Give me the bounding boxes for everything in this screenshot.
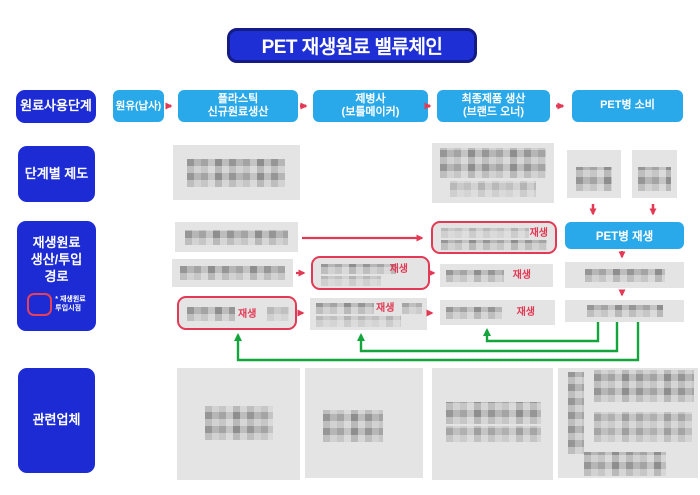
redacted-path-box-c2: 재생	[310, 298, 427, 330]
redacted-text	[594, 412, 692, 442]
redacted-text	[316, 316, 401, 327]
recycle-marker: 재생	[516, 307, 535, 318]
redacted-system-box-consume-2	[632, 150, 677, 198]
page-title: PET 재생원료 밸류체인	[227, 28, 477, 63]
redacted-text	[321, 276, 381, 286]
redacted-text	[638, 167, 671, 191]
row-label-recycle-path: 재생원료 생산/투입 경로 * 재생원료 투입시점	[17, 221, 96, 331]
redacted-path-box-c4	[565, 300, 684, 322]
redacted-text	[446, 426, 541, 442]
recycle-marker: 재생	[376, 303, 395, 314]
stage-bottle-maker: 제병사 (보틀메이커)	[313, 90, 428, 122]
consumption-to-recycle-arrows	[589, 204, 657, 216]
redacted-text	[584, 452, 666, 476]
redacted-path-box-a1	[175, 222, 298, 252]
recycle-input-box-a: 재생	[431, 221, 557, 254]
recycle-input-box-c: 재생	[177, 296, 297, 330]
redacted-text	[587, 305, 663, 317]
recycle-input-box-b: 재생	[311, 256, 430, 290]
redacted-companies-virgin	[177, 368, 300, 480]
row-label-system-by-stage: 단계별 제도	[18, 146, 95, 202]
redacted-text	[450, 181, 536, 197]
redacted-text	[316, 303, 374, 314]
recycle-marker: 재생	[529, 228, 548, 239]
row-label-companies: 관련업체	[18, 368, 95, 473]
redacted-companies-recycler	[558, 368, 698, 478]
redacted-text	[402, 303, 422, 314]
redacted-text	[446, 402, 541, 424]
recycle-input-legend: * 재생원료 투입시점	[27, 292, 86, 316]
redacted-companies-bottlemaker	[305, 368, 423, 478]
row-label-usage-stage: 원료사용단계	[16, 90, 96, 123]
redacted-path-box-b4	[565, 262, 684, 288]
recycle-input-legend-box	[27, 292, 53, 316]
redacted-text	[180, 266, 285, 280]
redacted-path-box-b1	[172, 259, 293, 287]
pet-bottle-recycling-box: PET병 재생	[565, 222, 684, 249]
redacted-text	[441, 240, 547, 250]
redacted-text	[267, 307, 289, 321]
redacted-text	[440, 148, 546, 178]
redacted-text	[585, 269, 665, 282]
stage-final-product-brand-owner: 최종제품 생산 (브랜드 오너)	[437, 90, 550, 122]
redacted-text	[441, 228, 529, 238]
stage-crude-oil: 원유(납사)	[113, 90, 164, 122]
redacted-text	[187, 159, 285, 187]
redacted-text	[323, 410, 383, 442]
recycle-marker: 재생	[389, 264, 408, 275]
recycle-path-label: 재생원료 생산/투입 경로	[30, 235, 83, 284]
redacted-path-box-c3: 재생	[440, 300, 555, 325]
redacted-path-box-b3: 재생	[440, 264, 553, 287]
redacted-text	[568, 372, 584, 454]
stage-pet-bottle-consumption: PET병 소비	[572, 90, 683, 122]
redacted-text	[321, 264, 396, 274]
recycle-input-legend-note: * 재생원료 투입시점	[55, 295, 86, 313]
stage-virgin-material-production: 플라스틱 신규원료생산	[178, 90, 298, 122]
redacted-text	[446, 307, 502, 319]
redacted-text	[594, 370, 694, 402]
redacted-text	[187, 307, 235, 321]
recycle-return-arrows	[234, 322, 640, 362]
redacted-text	[185, 230, 288, 245]
redacted-text	[205, 406, 273, 440]
redacted-system-box-virgin	[173, 145, 300, 200]
redacted-text	[446, 270, 504, 282]
recycle-marker: 재생	[238, 309, 257, 320]
redacted-system-box-brand	[432, 143, 554, 203]
recycle-marker: 재생	[512, 270, 531, 281]
redacted-companies-brand	[432, 368, 553, 480]
redacted-system-box-consume-1	[567, 150, 621, 198]
redacted-text	[576, 167, 612, 191]
